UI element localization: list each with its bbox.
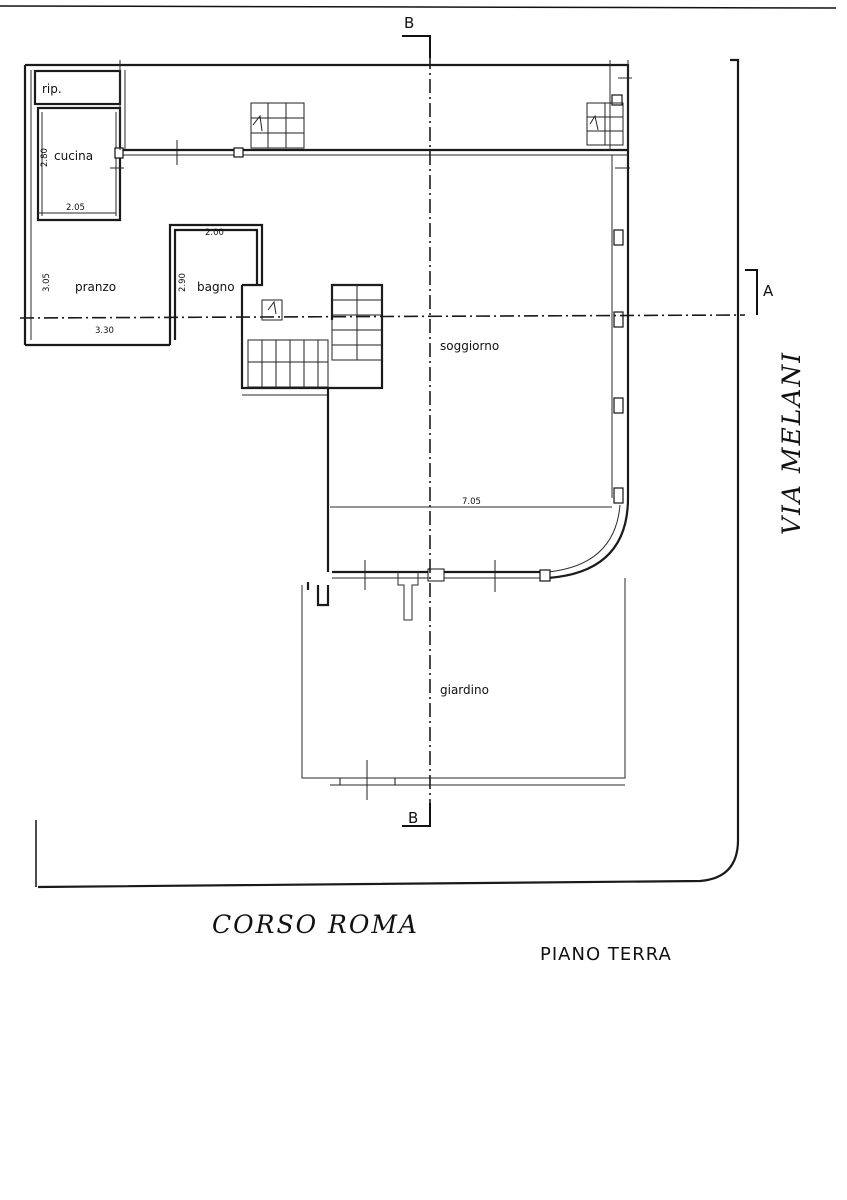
sheet-top-border (0, 5, 837, 9)
room-label-bagno: bagno (197, 280, 235, 294)
dimension-soggiorno-width: 7.05 (462, 497, 481, 507)
room-label-cucina: cucina (54, 149, 93, 163)
north-rooms (33, 60, 632, 222)
section-marker-b-top: B (404, 14, 414, 32)
section-marker-b-bottom: B (408, 809, 418, 827)
dimension-bagno-width: 2.00 (205, 228, 224, 238)
lot-boundary (37, 58, 740, 889)
dimension-cucina-height: 2.80 (40, 148, 50, 167)
section-marker-a: A (763, 282, 774, 300)
room-label-giardino: giardino (440, 683, 489, 697)
room-label-rip: rip. (42, 82, 62, 96)
garden-boundary (301, 578, 626, 786)
room-label-soggiorno: soggiorno (440, 339, 499, 353)
street-label-via-melani: VIA MELANI (777, 351, 806, 535)
drawing-title: PIANO TERRA (540, 944, 672, 965)
dimension-pranzo-height: 3.05 (42, 273, 52, 292)
tick-marks (110, 140, 630, 800)
stairs (247, 102, 624, 388)
dimension-pranzo-width: 3.30 (95, 326, 114, 336)
dimension-bagno-height: 2.90 (178, 273, 188, 292)
room-label-pranzo: pranzo (75, 280, 116, 294)
dimension-cucina-width: 2.05 (66, 203, 85, 213)
street-label-corso-roma: CORSO ROMA (212, 910, 419, 939)
building-walls (23, 63, 630, 621)
section-lines (19, 35, 758, 827)
